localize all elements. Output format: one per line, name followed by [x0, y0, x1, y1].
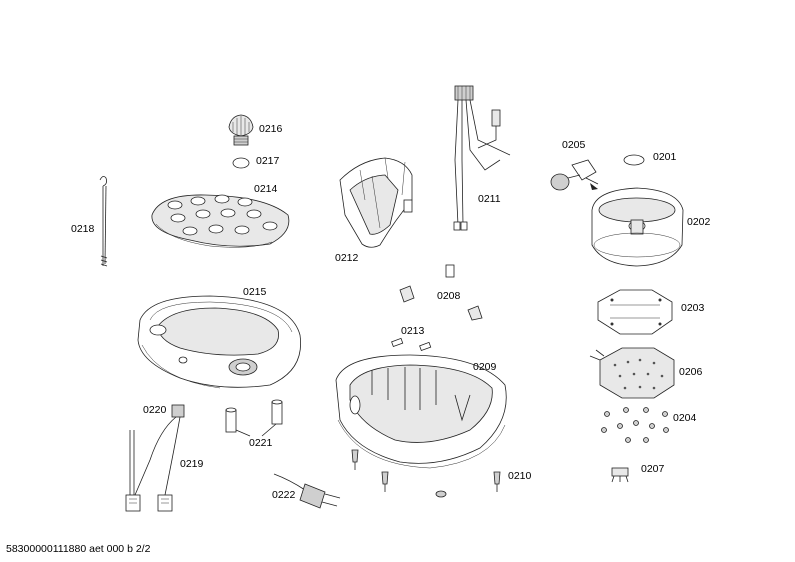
drawing-footer-code: 58300000111880 aet 000 b 2/2: [6, 543, 151, 555]
part-0209-base-drawing: [335, 354, 507, 469]
label-0205: 0205: [562, 139, 586, 151]
label-0214: 0214: [254, 183, 278, 195]
label-0206: 0206: [679, 366, 703, 378]
label-0202: 0202: [687, 216, 711, 228]
part-0219-0220-cable-harness-drawing: [125, 404, 185, 512]
label-0211: 0211: [478, 193, 501, 205]
part-0203-gasket-plate-drawing: [597, 289, 673, 335]
part-0216-knob-drawing: [228, 114, 254, 146]
part-0211-wiring-harness-drawing: [453, 85, 511, 231]
part-0214-button-plate-drawing: [151, 194, 290, 248]
label-0212: 0212: [335, 252, 359, 264]
label-0218: 0218: [71, 223, 95, 235]
part-labels: 0216 0217 0214 0218 0215 0212 0211 0205 …: [71, 123, 711, 501]
label-0203: 0203: [681, 302, 705, 314]
label-0215: 0215: [243, 286, 267, 298]
part-0205-switch-drawing: [550, 159, 599, 191]
label-0220: 0220: [143, 404, 167, 416]
part-0221-spacers-drawing: [225, 399, 283, 437]
label-0217: 0217: [256, 155, 280, 167]
label-0213: 0213: [401, 325, 425, 337]
part-0212-shield-drawing: [339, 157, 413, 248]
part-0215-upper-housing-drawing: [137, 295, 302, 389]
part-0204-screws-drawing: [601, 407, 669, 443]
label-0216: 0216: [259, 123, 283, 135]
label-0219: 0219: [180, 458, 204, 470]
label-0222: 0222: [272, 489, 296, 501]
part-0208-clips-drawing: [399, 264, 483, 321]
part-0218-wire-hook-drawing: [99, 176, 108, 267]
part-0210-feet-drawing: [351, 449, 501, 498]
label-0221: 0221: [249, 437, 273, 449]
label-0207: 0207: [641, 463, 665, 475]
part-0213-pins-drawing: [391, 337, 432, 352]
label-0208: 0208: [437, 290, 461, 302]
label-0204: 0204: [673, 412, 697, 424]
part-0222-power-cord-drawing: [273, 473, 341, 509]
label-0201: 0201: [653, 151, 677, 163]
part-0207-connector-drawing: [611, 467, 629, 483]
part-0217-oring-drawing: [232, 157, 250, 169]
part-0202-bowl-drawing: [591, 187, 684, 267]
label-0210: 0210: [508, 470, 532, 482]
part-0206-heater-plate-drawing: [589, 347, 675, 399]
label-0209: 0209: [473, 361, 497, 373]
part-0201-ring-drawing: [623, 154, 645, 166]
